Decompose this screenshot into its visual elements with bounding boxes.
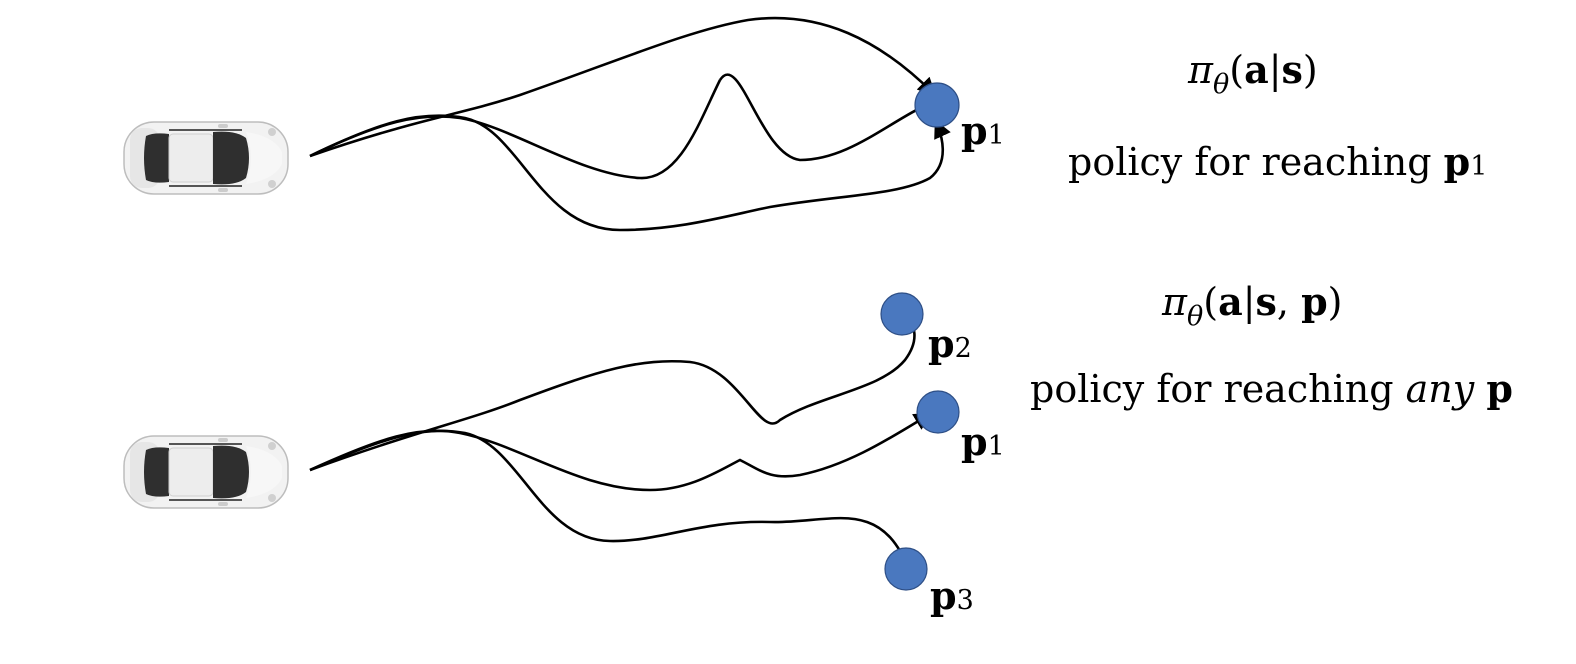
trajectory [309, 412, 933, 492]
goal-label-p1: p1 [961, 419, 1005, 464]
car-top-view-icon [123, 435, 289, 509]
trajectory [309, 309, 922, 472]
goal-label-p2: p2 [928, 321, 972, 366]
trajectory [309, 429, 912, 573]
trajectory [309, 114, 951, 232]
goal-label-p1: p1 [961, 108, 1005, 153]
goal-point-p1 [914, 82, 960, 128]
car-top-view-icon [123, 121, 289, 195]
policy-caption-bottom: policy for reaching any p [1030, 366, 1513, 411]
policy-formula-top: πθ(a|s) [1187, 47, 1318, 100]
goal-point-p1 [916, 390, 960, 434]
goal-point-p2 [880, 292, 924, 336]
goal-label-p3: p3 [930, 573, 974, 618]
panel-bottom: p2 p1 p3 πθ(a|s, p) policy for reaching … [123, 279, 1513, 618]
policy-formula-bottom: πθ(a|s, p) [1161, 279, 1343, 332]
trajectory [309, 16, 936, 158]
panel-top: p1 πθ(a|s) policy for reaching p1 [123, 16, 1487, 232]
goal-point-p3 [884, 547, 928, 591]
policy-caption-top: policy for reaching p1 [1068, 139, 1487, 184]
trajectory [718, 73, 938, 162]
